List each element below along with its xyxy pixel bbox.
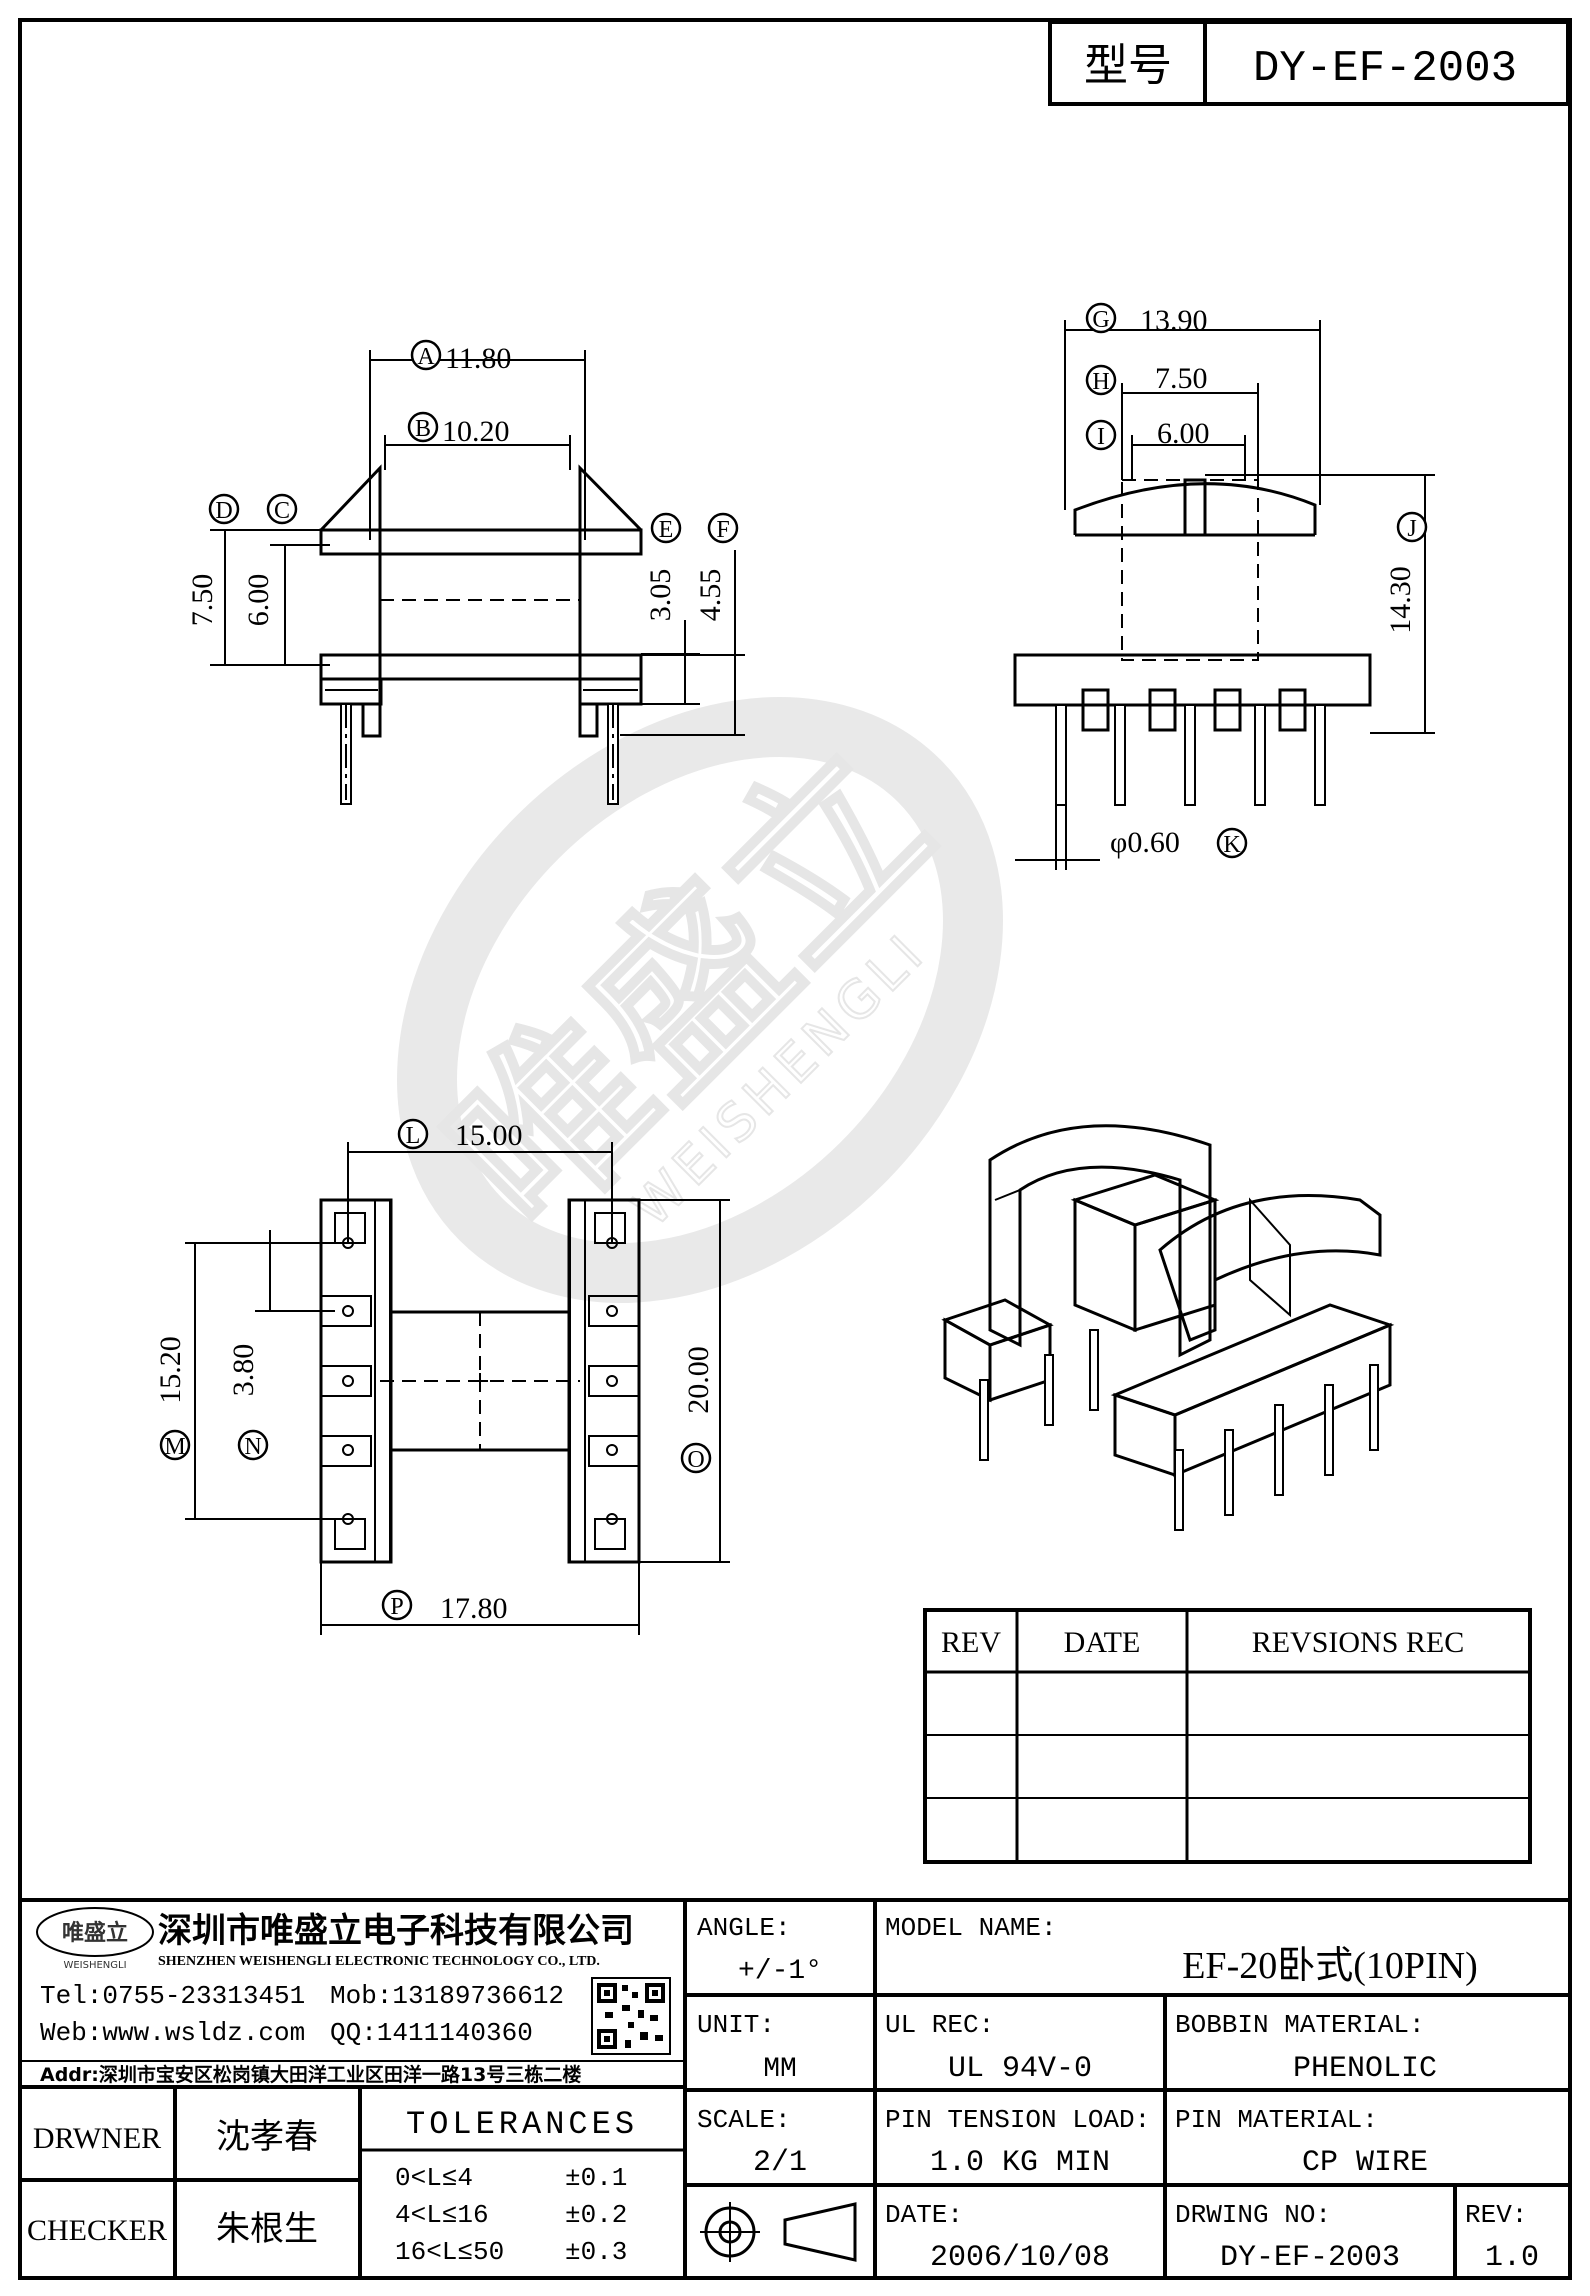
dim-H-value: 7.50 bbox=[1155, 362, 1208, 395]
dim-E-value: 3.05 bbox=[644, 569, 677, 622]
drwing-no-label: DRWING NO: bbox=[1175, 2200, 1331, 2230]
rev-header-rec: REVSIONS REC bbox=[1252, 1626, 1465, 1659]
drawer-value: 沈孝春 bbox=[216, 2117, 318, 2157]
company-qq: QQ:1411140360 bbox=[330, 2018, 533, 2048]
title-block: 唯盛立 WEISHENGLI 深圳市唯盛立电子科技有限公司 SHENZHEN W… bbox=[20, 1898, 1570, 2278]
angle-value: +/-1° bbox=[738, 1956, 822, 1987]
ul-rec-value: UL 94V-0 bbox=[948, 2052, 1092, 2086]
rev-value: 1.0 bbox=[1485, 2241, 1539, 2275]
dim-D-value: 7.50 bbox=[186, 574, 219, 627]
side-view: A 11.80 B 10.20 D 7.50 C 6.00 E 3.05 bbox=[186, 339, 745, 805]
dim-H-label: H bbox=[1092, 369, 1109, 395]
dim-J-label: J bbox=[1407, 516, 1416, 542]
sheet-border bbox=[18, 18, 1572, 2280]
model-name-label: MODEL NAME: bbox=[885, 1913, 1057, 1943]
dim-N-label: N bbox=[244, 1434, 261, 1460]
company-mob: Mob:13189736612 bbox=[330, 1981, 564, 2011]
pin-material-value: CP WIRE bbox=[1302, 2146, 1428, 2180]
dim-C-label: C bbox=[274, 498, 290, 524]
watermark: 唯盛立 WEISHENGLI bbox=[397, 697, 1003, 1303]
tol-value-0: ±0.1 bbox=[565, 2163, 627, 2193]
dim-M-value: 15.20 bbox=[154, 1336, 187, 1404]
pin-tension-label: PIN TENSION LOAD: bbox=[885, 2105, 1150, 2135]
front-view: G 13.90 H 7.50 I 6.00 J 14.30 φ0.60 K bbox=[1013, 302, 1435, 870]
dim-E-label: E bbox=[659, 517, 674, 543]
dim-O-label: O bbox=[687, 1447, 704, 1473]
checker-label: CHECKER bbox=[27, 2214, 167, 2247]
dim-I-value: 6.00 bbox=[1157, 417, 1210, 450]
logo-text: 唯盛立 bbox=[62, 1920, 128, 1946]
pin-material-label: PIN MATERIAL: bbox=[1175, 2105, 1378, 2135]
dim-A-value: 11.80 bbox=[445, 342, 511, 375]
dim-M-label: M bbox=[164, 1434, 185, 1460]
dim-L-label: L bbox=[406, 1123, 421, 1149]
tol-range-0: 0<L≤4 bbox=[395, 2163, 473, 2193]
dim-B-label: B bbox=[415, 416, 431, 442]
projection-symbol bbox=[700, 2202, 857, 2262]
date-value: 2006/10/08 bbox=[930, 2241, 1110, 2275]
dim-G-label: G bbox=[1092, 307, 1109, 333]
dim-A-label: A bbox=[417, 344, 435, 370]
ul-rec-label: UL REC: bbox=[885, 2010, 994, 2040]
dim-I-label: I bbox=[1097, 424, 1105, 450]
company-tel: Tel:0755-23313451 bbox=[40, 1981, 305, 2011]
unit-value: MM bbox=[763, 2054, 797, 2085]
rev-header-rev: REV bbox=[941, 1626, 1001, 1659]
checker-value: 朱根生 bbox=[216, 2209, 318, 2249]
model-header: 型号 DY-EF-2003 bbox=[1048, 20, 1570, 106]
revision-table: REV DATE REVSIONS REC bbox=[923, 1608, 1532, 1864]
dim-B-value: 10.20 bbox=[442, 415, 510, 448]
bobbin-material-label: BOBBIN MATERIAL: bbox=[1175, 2010, 1425, 2040]
angle-label: ANGLE: bbox=[697, 1913, 791, 1943]
qr-code bbox=[591, 1977, 671, 2055]
rev-header-date: DATE bbox=[1064, 1626, 1141, 1659]
dim-F-value: 4.55 bbox=[694, 569, 727, 622]
dim-F-label: F bbox=[716, 517, 729, 543]
logo-sub: WEISHENGLI bbox=[63, 1960, 126, 1971]
tol-value-2: ±0.3 bbox=[565, 2237, 627, 2267]
dim-N-value: 3.80 bbox=[227, 1344, 260, 1397]
company-name-en: SHENZHEN WEISHENGLI ELECTRONIC TECHNOLOG… bbox=[158, 1954, 600, 1969]
dim-P-label: P bbox=[390, 1594, 403, 1620]
drawer-label: DRWNER bbox=[33, 2122, 161, 2155]
dim-O-value: 20.00 bbox=[682, 1346, 715, 1414]
company-addr: Addr:深圳市宝安区松岗镇大田洋工业区田洋一路13号三栋二楼 bbox=[40, 2063, 581, 2086]
pin-tension-value: 1.0 KG MIN bbox=[930, 2146, 1110, 2180]
dim-K-value: φ0.60 bbox=[1110, 826, 1180, 859]
scale-label: SCALE: bbox=[697, 2105, 791, 2135]
model-header-label: 型号 bbox=[1084, 40, 1172, 91]
company-logo: 唯盛立 WEISHENGLI bbox=[36, 1907, 154, 1971]
date-label: DATE: bbox=[885, 2200, 963, 2230]
tol-range-1: 4<L≤16 bbox=[395, 2200, 489, 2230]
bottom-view: L 15.00 M 15.20 N 3.80 O 20.00 P 17.80 bbox=[154, 1118, 730, 1635]
dim-G-value: 13.90 bbox=[1140, 304, 1208, 337]
unit-label: UNIT: bbox=[697, 2010, 775, 2040]
isometric-view bbox=[941, 1124, 1395, 1531]
dim-D-label: D bbox=[215, 498, 232, 524]
scale-value: 2/1 bbox=[753, 2146, 807, 2180]
dim-J-value: 14.30 bbox=[1384, 566, 1417, 634]
tolerances-title: TOLERANCES bbox=[406, 2106, 638, 2143]
model-name-value: EF-20卧式(10PIN) bbox=[1182, 1945, 1478, 1987]
dim-L-value: 15.00 bbox=[455, 1119, 523, 1152]
drwing-no-value: DY-EF-2003 bbox=[1220, 2241, 1400, 2275]
dim-C-value: 6.00 bbox=[242, 574, 275, 627]
tol-range-2: 16<L≤50 bbox=[395, 2237, 504, 2267]
model-header-value: DY-EF-2003 bbox=[1253, 44, 1517, 94]
tol-value-1: ±0.2 bbox=[565, 2200, 627, 2230]
company-name-cn: 深圳市唯盛立电子科技有限公司 bbox=[158, 1911, 634, 1951]
dim-K-label: K bbox=[1223, 832, 1241, 858]
rev-label: REV: bbox=[1465, 2200, 1527, 2230]
company-web: Web:www.wsldz.com bbox=[40, 2018, 305, 2048]
dim-P-value: 17.80 bbox=[440, 1592, 508, 1625]
bobbin-material-value: PHENOLIC bbox=[1293, 2052, 1437, 2086]
